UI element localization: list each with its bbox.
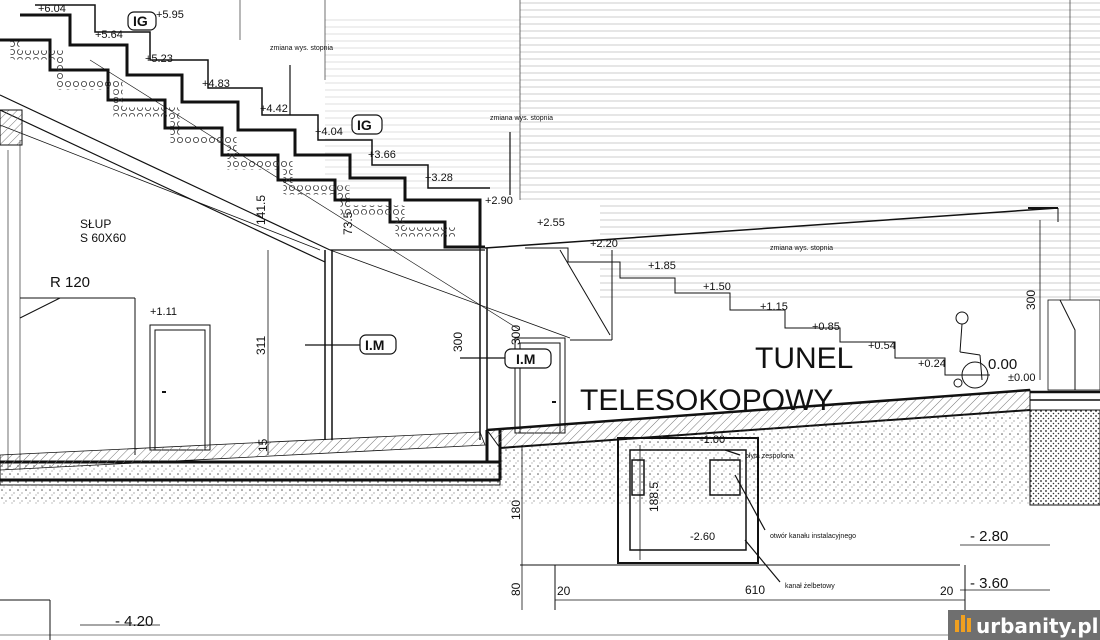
level-label: +4.83 [202, 78, 230, 90]
height-change-note-1: zmiana wys. stopnia [270, 45, 333, 52]
facade-hatching [325, 2, 1100, 298]
level-label: +0.54 [868, 340, 896, 352]
svg-text:I.M: I.M [365, 337, 384, 353]
level-label: +1.85 [648, 260, 676, 272]
telescopic-tunnel [484, 207, 1100, 391]
svg-text:IG: IG [357, 117, 372, 133]
level-label: +1.11 [150, 306, 177, 318]
level-label: +2.20 [590, 238, 618, 250]
level-label: +2.55 [537, 217, 565, 229]
level-label: +5.23 [145, 53, 173, 65]
leader-lines [289, 65, 781, 583]
level-label: +5.95 [156, 9, 184, 21]
dimension-values: 141.5 73.5 311 300 300 300 15 180 188.5 … [254, 195, 1038, 598]
level-labels: +6.04 +5.95 +5.64 +5.23 +4.83 +4.42 +4.0… [38, 3, 1035, 630]
tag-ig-2: IG [351, 114, 383, 135]
level-label: 0.00 [988, 356, 1017, 373]
dimension-value: 141.5 [254, 195, 268, 225]
level-label: +0.24 [918, 358, 946, 370]
level-label: +4.04 [315, 126, 343, 138]
svg-text:IG: IG [133, 13, 148, 29]
foundation [0, 599, 1100, 640]
level-label: +5.64 [95, 29, 123, 41]
dimension-value: 188.5 [647, 482, 661, 512]
watermark-text: urbanity.pl [976, 614, 1099, 638]
level-label: - 2.80 [970, 528, 1008, 545]
dimension-value: 20 [557, 584, 571, 598]
dimension-value: 300 [1024, 290, 1038, 310]
level-label: +3.28 [425, 172, 453, 184]
ground-slab [0, 388, 1100, 506]
partition-walls [19, 297, 566, 455]
grid-lines [7, 0, 1071, 470]
level-label: -1.00 [700, 434, 725, 446]
svg-text:I.M: I.M [516, 351, 535, 367]
tag-ig-1: IG [127, 11, 157, 31]
dimension-value: 73.5 [341, 211, 355, 235]
install-channel-note: otwór kanału instalacyjnego [770, 533, 856, 540]
level-label: - 3.60 [970, 575, 1008, 592]
dimension-value: 15 [256, 438, 270, 452]
dimension-value: 300 [451, 332, 465, 352]
dimension-value: 311 [254, 336, 268, 355]
fire-rating: R 120 [50, 274, 90, 291]
level-label: -2.60 [690, 531, 715, 543]
level-label: +3.66 [368, 149, 396, 161]
title-line2: TELESOKOPOWY [580, 384, 833, 417]
tag-im-1: I.M [359, 334, 397, 355]
watermark-logo: urbanity.pl [948, 610, 1100, 640]
dimension-value: 300 [509, 325, 523, 345]
dimension-value: 20 [940, 584, 954, 598]
stairs [525, 247, 990, 376]
dimension-value: 180 [509, 500, 523, 520]
level-label: +6.04 [38, 3, 66, 15]
wheelchair-user-icon [953, 311, 989, 389]
level-label: - 4.20 [115, 613, 153, 630]
tag-im-2: I.M [504, 348, 552, 369]
title-line1: TUNEL [755, 342, 853, 375]
level-label: +2.90 [485, 195, 513, 207]
level-label: +4.42 [260, 103, 288, 115]
stepped-seating [0, 4, 490, 249]
height-change-note-3: zmiana wys. stopnia [770, 245, 833, 252]
concrete-channel [520, 437, 966, 610]
concrete-channel-note: kanał żelbetowy [785, 583, 835, 590]
dimension-value: 610 [745, 583, 765, 597]
column-name: SŁUP [80, 217, 111, 231]
level-label: ±0.00 [1008, 372, 1035, 384]
height-change-note-2: zmiana wys. stopnia [490, 115, 553, 122]
slab-note: płyta zespolona [745, 453, 794, 460]
level-label: +0.85 [812, 321, 840, 333]
dimension-value: 80 [509, 582, 523, 596]
level-label: +1.15 [760, 301, 788, 313]
dimension-lines [80, 220, 1050, 626]
column-size: S 60X60 [80, 231, 126, 245]
sloped-beam [0, 59, 571, 339]
level-label: +1.50 [703, 281, 731, 293]
